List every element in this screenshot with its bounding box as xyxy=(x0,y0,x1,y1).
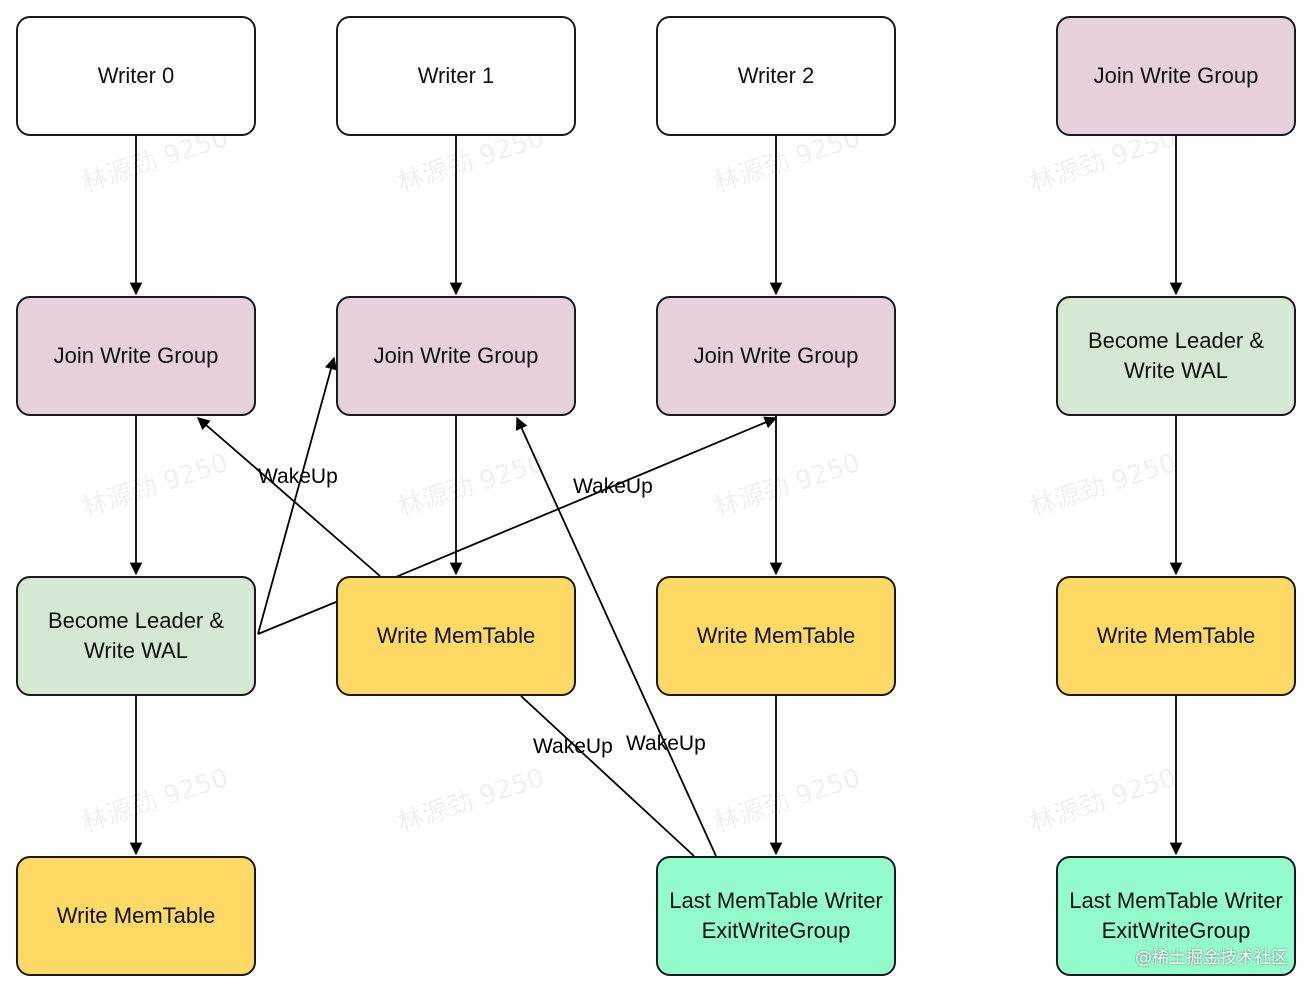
become-leader-node: Become Leader & Write WAL xyxy=(1056,296,1296,416)
edge-leader-wakeup-writer1 xyxy=(257,356,338,635)
source-credit: @稀土掘金技术社区 xyxy=(1135,948,1288,968)
join-write-group-node: Join Write Group xyxy=(1056,16,1296,136)
writer-1-node: Writer 1 xyxy=(336,16,576,136)
write-memtable-node: Write MemTable xyxy=(1056,576,1296,696)
wakeup-label: WakeUp xyxy=(573,475,653,498)
write-memtable-node: Write MemTable xyxy=(336,576,576,696)
wakeup-label: WakeUp xyxy=(258,465,338,488)
writer-0-node: Writer 0 xyxy=(16,16,256,136)
wakeup-label: WakeUp xyxy=(626,732,706,755)
exit-write-group-node: Last MemTable Writer ExitWriteGroup xyxy=(656,856,896,976)
edge-exit-wakeup-memtable xyxy=(520,695,695,857)
edge-memtable-wakeup-writer0 xyxy=(197,417,381,577)
write-memtable-node: Write MemTable xyxy=(656,576,896,696)
join-write-group-node: Join Write Group xyxy=(656,296,896,416)
edge-exit-wakeup-writer1 xyxy=(515,416,717,857)
become-leader-node: Become Leader & Write WAL xyxy=(16,576,256,696)
writer-2-node: Writer 2 xyxy=(656,16,896,136)
exit-write-group-node: Last MemTable Writer ExitWriteGroup xyxy=(1056,856,1296,976)
write-memtable-node: Write MemTable xyxy=(16,856,256,976)
join-write-group-node: Join Write Group xyxy=(16,296,256,416)
wakeup-label: WakeUp xyxy=(533,735,613,758)
join-write-group-node: Join Write Group xyxy=(336,296,576,416)
